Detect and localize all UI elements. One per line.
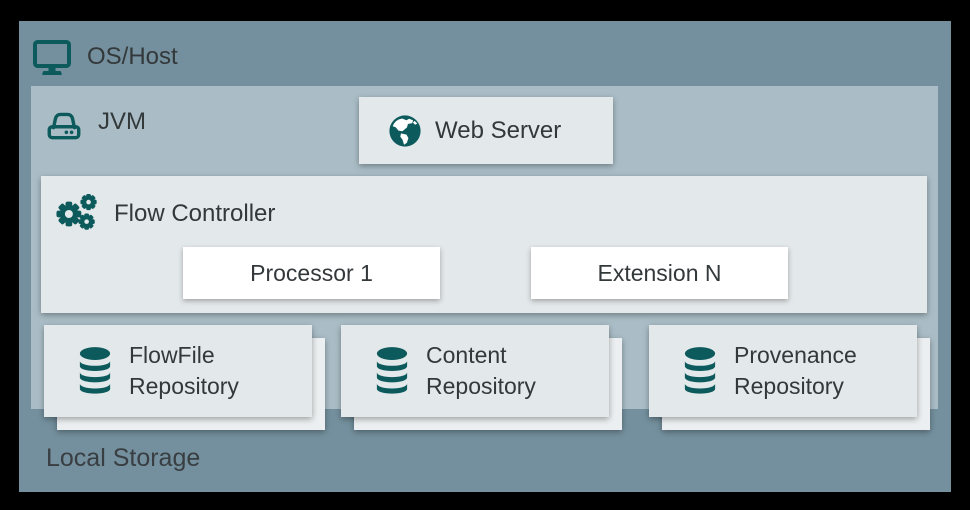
- os-host-header: OS/Host: [32, 37, 178, 77]
- web-server-box: Web Server: [359, 97, 613, 164]
- gears-icon: [56, 193, 97, 230]
- os-host-zone: OS/Host JVM Web Server: [19, 21, 951, 492]
- flowfile-repository: FlowFile Repository: [44, 325, 325, 430]
- flow-controller-header: Flow Controller: [55, 193, 275, 235]
- os-host-label: OS/Host: [87, 43, 178, 70]
- flowfile-repository-box: FlowFile Repository: [44, 325, 312, 417]
- content-repository-label: Content Repository: [426, 342, 536, 399]
- processor-label: Processor 1: [250, 259, 373, 286]
- flow-controller-box: Flow Controller Processor 1 Extension N: [41, 176, 927, 313]
- provenance-repository-box: Provenance Repository: [649, 325, 917, 417]
- globe-icon: [389, 114, 421, 147]
- provenance-repository-label: Provenance Repository: [734, 342, 857, 399]
- local-storage-label: Local Storage: [46, 444, 201, 472]
- provenance-repository: Provenance Repository: [649, 325, 930, 430]
- database-icon: [684, 347, 716, 394]
- extension-card: Extension N: [531, 247, 788, 299]
- content-repository: Content Repository: [341, 325, 622, 430]
- hard-drive-icon: [47, 112, 81, 140]
- flowfile-repository-label: FlowFile Repository: [129, 342, 239, 399]
- flow-controller-label: Flow Controller: [114, 200, 276, 227]
- web-server-label: Web Server: [435, 116, 562, 144]
- jvm-header: JVM: [45, 103, 146, 141]
- database-icon: [376, 347, 408, 394]
- extension-label: Extension N: [597, 259, 722, 286]
- jvm-label: JVM: [98, 108, 146, 135]
- processor-card: Processor 1: [183, 247, 440, 299]
- database-icon: [79, 347, 111, 394]
- monitor-icon: [33, 40, 71, 75]
- content-repository-box: Content Repository: [341, 325, 609, 417]
